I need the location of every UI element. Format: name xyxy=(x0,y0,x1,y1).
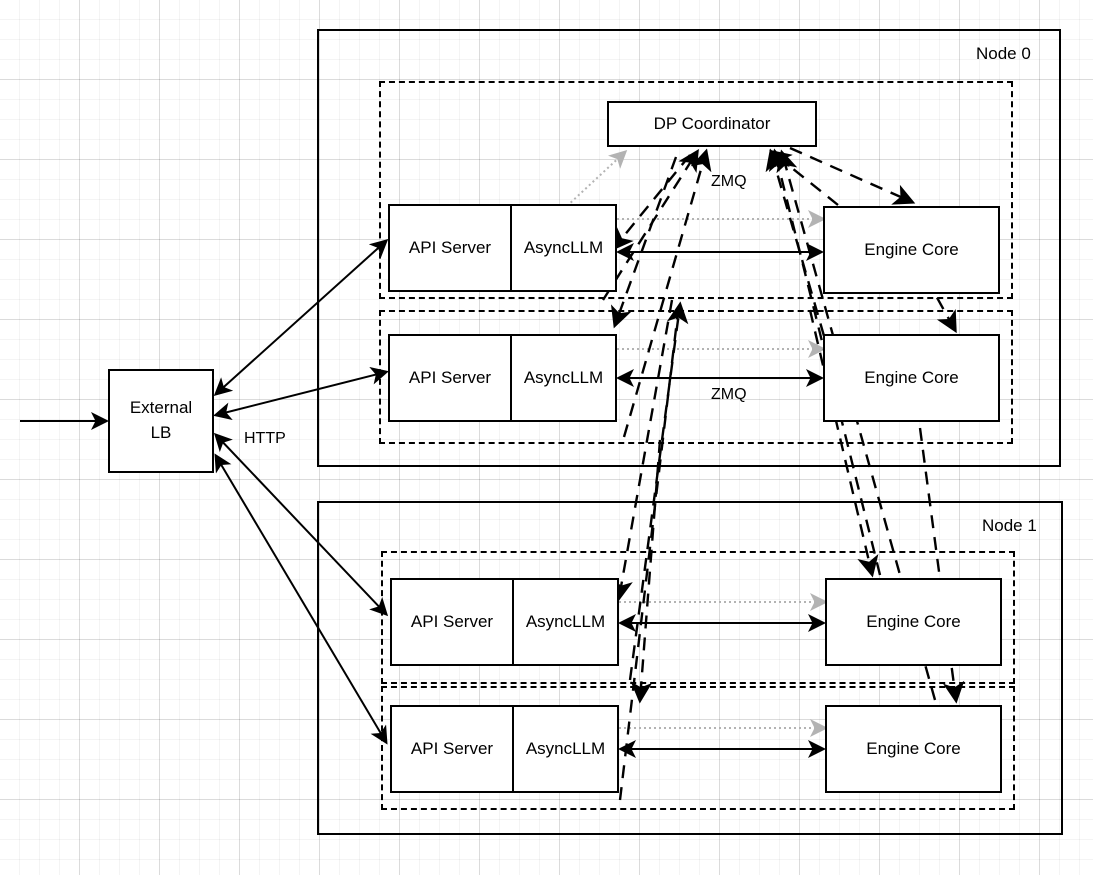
engine-core-label-0-0: Engine Core xyxy=(864,240,959,259)
dp-coordinator-box[interactable]: DP Coordinator xyxy=(607,101,817,147)
api-server-label-1-1: API Server xyxy=(392,707,514,791)
engine-core-0-1[interactable]: Engine Core xyxy=(823,334,1000,422)
api-server-label-0-0: API Server xyxy=(390,206,512,290)
dp-coordinator-label: DP Coordinator xyxy=(653,114,771,133)
zmq-label-0-0: ZMQ xyxy=(711,173,747,190)
node-1-group-1 xyxy=(381,686,1015,810)
external-lb-label-line2: LB xyxy=(150,423,172,442)
asyncllm-label-1-0: AsyncLLM xyxy=(525,612,606,631)
api-server-asyncllm-0-0[interactable]: API Server AsyncLLM xyxy=(388,204,617,292)
engine-core-1-0[interactable]: Engine Core xyxy=(825,578,1002,666)
asyncllm-label-0-0: AsyncLLM xyxy=(523,238,604,257)
zmq-label-0-1: ZMQ xyxy=(711,386,747,403)
api-server-label-1-0: API Server xyxy=(392,580,514,664)
engine-core-1-1[interactable]: Engine Core xyxy=(825,705,1002,793)
api-server-label-0-1: API Server xyxy=(390,336,512,420)
engine-core-label-1-0: Engine Core xyxy=(866,612,961,631)
node-1-label: Node 1 xyxy=(982,516,1037,535)
http-label: HTTP xyxy=(244,430,286,447)
api-server-asyncllm-1-1[interactable]: API Server AsyncLLM xyxy=(390,705,619,793)
asyncllm-label-0-1: AsyncLLM xyxy=(523,368,604,387)
external-lb-label-line1: External xyxy=(129,398,193,418)
engine-core-0-0[interactable]: Engine Core xyxy=(823,206,1000,294)
engine-core-label-0-1: Engine Core xyxy=(864,368,959,387)
node-1-group-0 xyxy=(381,551,1015,684)
node-0-label: Node 0 xyxy=(976,44,1031,63)
node-0-group-1 xyxy=(379,310,1013,444)
api-server-asyncllm-0-1[interactable]: API Server AsyncLLM xyxy=(388,334,617,422)
node-0-group-0 xyxy=(379,81,1013,299)
node-0-container xyxy=(317,29,1061,467)
node-1-container xyxy=(317,501,1063,835)
api-server-asyncllm-1-0[interactable]: API Server AsyncLLM xyxy=(390,578,619,666)
external-lb-box[interactable]: External LB xyxy=(108,369,214,473)
asyncllm-label-1-1: AsyncLLM xyxy=(525,739,606,758)
engine-core-label-1-1: Engine Core xyxy=(866,739,961,758)
